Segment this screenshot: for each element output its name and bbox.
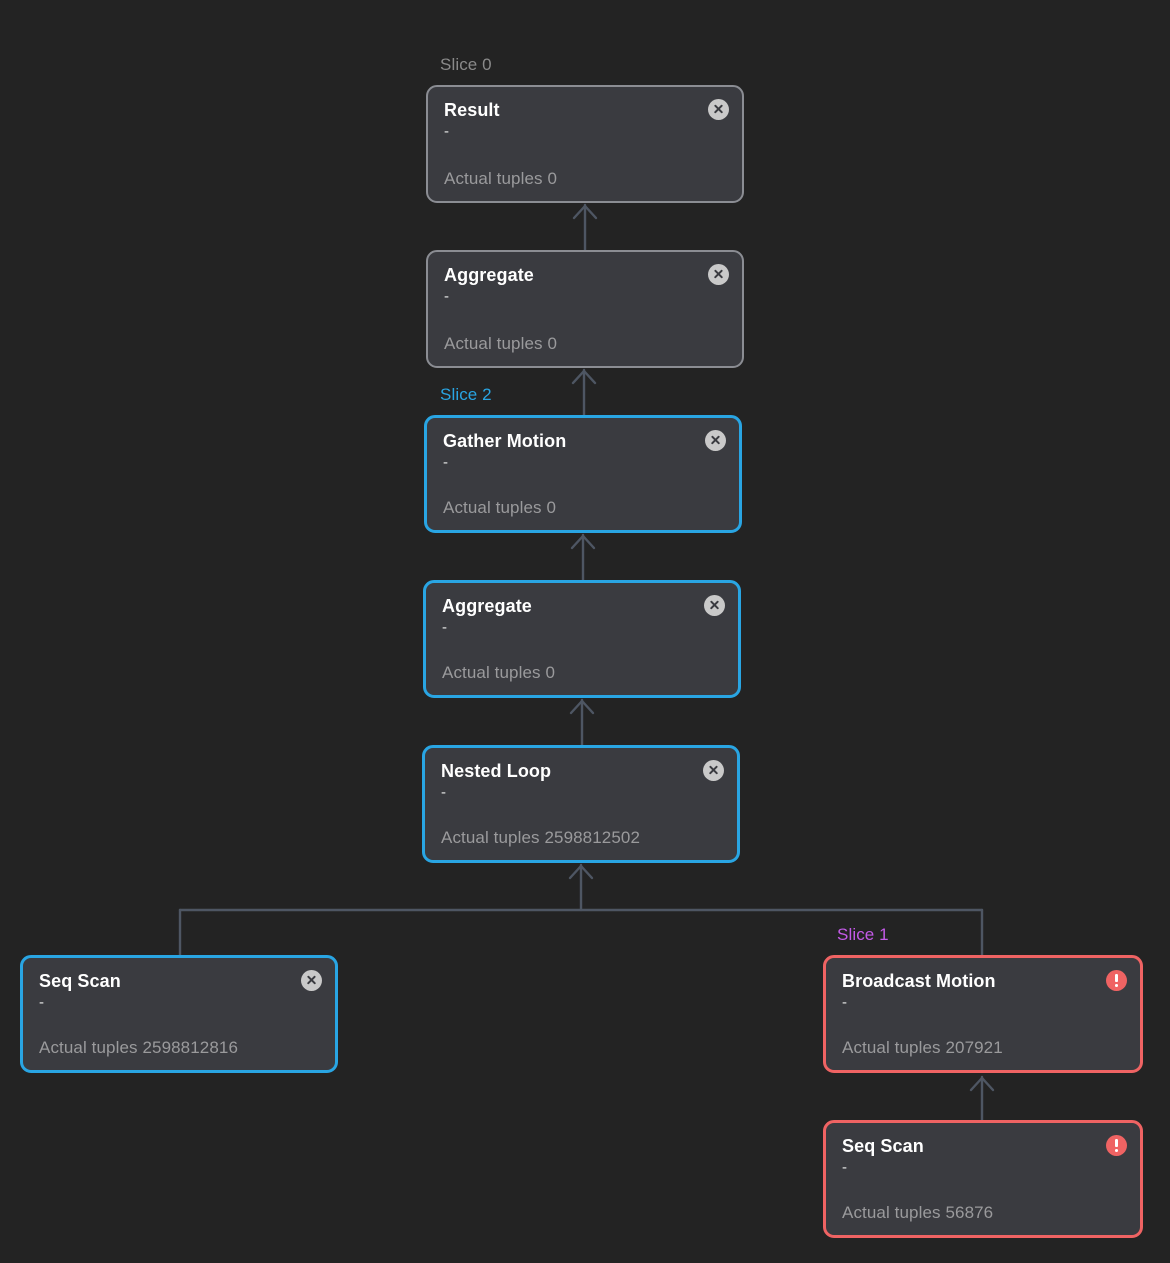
plan-node-title: Gather Motion — [443, 431, 567, 451]
plan-node-actual-tuples: Actual tuples 56876 — [842, 1203, 994, 1222]
plan-node-actual-tuples: Actual tuples 2598812816 — [39, 1038, 239, 1057]
plan-node-seq-scan-right[interactable]: Seq Scan - Actual tuples 56876 — [823, 1120, 1143, 1238]
plan-node-title: Aggregate — [444, 265, 534, 285]
close-icon[interactable] — [301, 970, 322, 991]
slice-label-slice-0: Slice 0 — [440, 55, 492, 74]
plan-node-title: Seq Scan — [842, 1136, 924, 1156]
plan-node-subtitle: - — [39, 994, 44, 1011]
plan-node-gather-motion[interactable]: Gather Motion - Actual tuples 0 — [424, 415, 742, 533]
plan-node-title: Seq Scan — [39, 971, 121, 991]
plan-node-title: Result — [444, 100, 500, 120]
slice-label-slice-1: Slice 1 — [837, 925, 889, 944]
close-icon[interactable] — [708, 264, 729, 285]
plan-node-aggregate-lower[interactable]: Aggregate - Actual tuples 0 — [423, 580, 741, 698]
arrowhead-nested-loop — [568, 864, 594, 880]
arrowhead-gather — [570, 534, 596, 550]
plan-node-nested-loop[interactable]: Nested Loop - Actual tuples 2598812502 — [422, 745, 740, 863]
close-icon[interactable] — [708, 99, 729, 120]
plan-node-broadcast-motion[interactable]: Broadcast Motion - Actual tuples 207921 — [823, 955, 1143, 1073]
plan-node-actual-tuples: Actual tuples 0 — [443, 498, 557, 517]
close-icon[interactable] — [705, 430, 726, 451]
plan-node-title: Broadcast Motion — [842, 971, 996, 991]
plan-node-title: Nested Loop — [441, 761, 552, 781]
plan-node-subtitle: - — [842, 1159, 847, 1176]
plan-node-result[interactable]: Result - Actual tuples 0 — [426, 85, 744, 203]
plan-node-subtitle: - — [444, 123, 449, 140]
plan-node-subtitle: - — [441, 784, 446, 801]
slice-label-slice-2: Slice 2 — [440, 385, 492, 404]
plan-node-subtitle: - — [444, 288, 449, 305]
arrowhead-result — [572, 204, 598, 220]
arrowhead-broadcast-motion — [969, 1076, 995, 1092]
plan-node-seq-scan-left[interactable]: Seq Scan - Actual tuples 2598812816 — [20, 955, 338, 1073]
warning-icon[interactable] — [1106, 970, 1127, 991]
plan-node-actual-tuples: Actual tuples 2598812502 — [441, 828, 641, 847]
close-icon[interactable] — [703, 760, 724, 781]
plan-node-actual-tuples: Actual tuples 0 — [444, 334, 558, 353]
plan-node-aggregate-top[interactable]: Aggregate - Actual tuples 0 — [426, 250, 744, 368]
plan-node-subtitle: - — [443, 454, 448, 471]
plan-node-actual-tuples: Actual tuples 0 — [444, 169, 558, 188]
plan-node-title: Aggregate — [442, 596, 532, 616]
close-icon[interactable] — [704, 595, 725, 616]
plan-node-subtitle: - — [842, 994, 847, 1011]
plan-node-subtitle: - — [442, 619, 447, 636]
warning-icon[interactable] — [1106, 1135, 1127, 1156]
arrowhead-aggregate-top — [571, 369, 597, 385]
plan-node-actual-tuples: Actual tuples 207921 — [842, 1038, 1003, 1057]
plan-node-actual-tuples: Actual tuples 0 — [442, 663, 556, 682]
arrowhead-aggregate-lower — [569, 699, 595, 715]
